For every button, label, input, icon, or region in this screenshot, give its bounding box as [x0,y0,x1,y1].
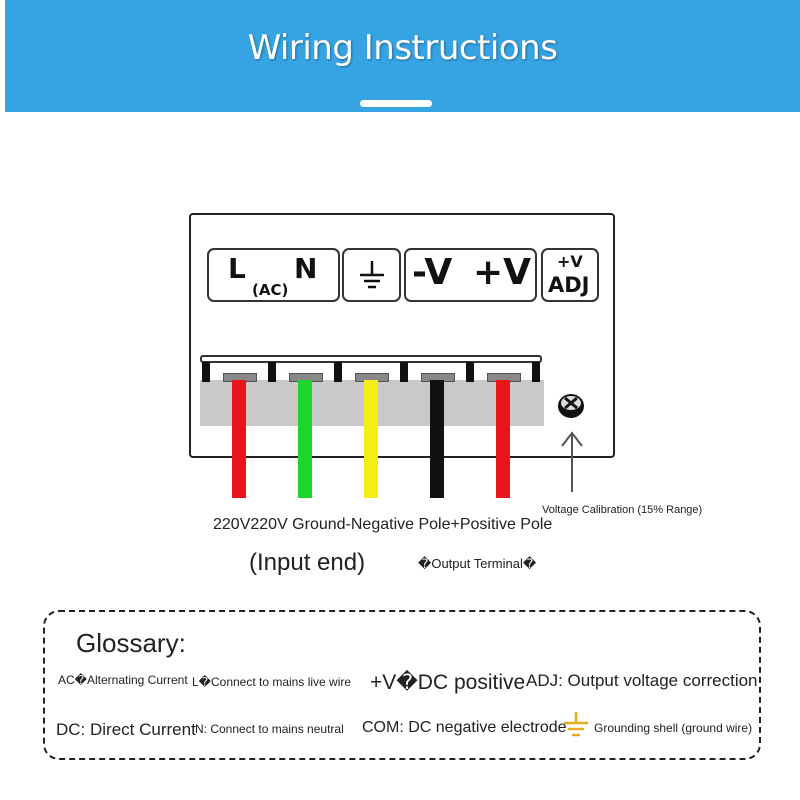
adj-label-box [541,248,599,302]
voltage-calibration-caption: Voltage Calibration (15% Range) [542,504,703,516]
dc-output-label-box [404,248,537,302]
glossary-box [43,610,761,760]
label-adj-plus-v: +V [557,252,583,271]
terminal-divider [532,362,540,382]
glossary-com: COM: DC negative electrode [362,719,567,736]
adjustment-potentiometer-icon[interactable] [556,391,586,421]
label-l: L [228,252,246,285]
label-ac: (AC) [252,281,289,299]
glossary-ground: Grounding shell (ground wire) [594,721,753,735]
grounding-icon [564,712,588,737]
calibration-arrow-icon [561,431,583,492]
label-adj: ADJ [548,273,590,297]
wire-positive [496,380,510,498]
terminal-divider [268,362,276,382]
wire-negative [430,380,444,498]
glossary-plus-v: +V�DC positive [370,671,526,694]
glossary-dc: DC: Direct Current [56,720,196,739]
glossary-l: L�Connect to mains live wire [192,675,352,689]
glossary-adj: ADJ: Output voltage correction [526,671,758,690]
glossary-n: N: Connect to mains neutral [195,722,344,736]
label-n: N [294,252,318,285]
header-banner: Wiring Instructions [5,0,800,112]
glossary-title: Glossary: [76,628,186,658]
terminal-cover-strip [200,355,542,363]
wire-labels-caption: 220V220V Ground-Negative Pole+Positive P… [213,516,553,533]
ground-symbol-icon [360,261,384,289]
wire-live [232,380,246,498]
terminal-divider [202,362,210,382]
output-terminal-caption: �Output Terminal� [418,556,537,571]
ac-input-label-box [207,248,340,302]
terminal-divider [400,362,408,382]
wire-neutral [298,380,312,498]
terminal-divider [466,362,474,382]
input-end-caption: (Input end) [249,549,366,576]
label-plus-v: +V [473,252,532,293]
terminal-divider [334,362,342,382]
glossary-ac: AC�Alternating Current [58,673,188,687]
header-divider [360,100,432,107]
label-minus-v: -V [412,252,453,293]
page-title: Wiring Instructions [247,28,558,68]
wire-ground [364,380,378,498]
